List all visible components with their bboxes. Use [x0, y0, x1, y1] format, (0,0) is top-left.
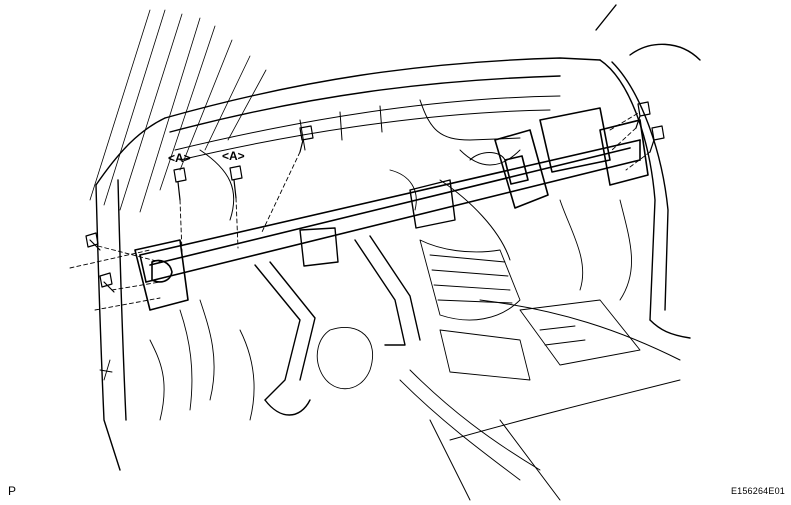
bolt-a-right [229, 165, 243, 199]
view-code-label: P [8, 484, 17, 498]
bolt-top-center [299, 125, 314, 153]
bolt-right-upper [635, 101, 651, 129]
center-brace [254, 179, 456, 416]
door-frame-outline [95, 4, 701, 471]
cowl-panel [174, 95, 561, 261]
steering-support-member [134, 107, 649, 311]
bolt-a-left [173, 167, 187, 201]
bolt-right-lower [649, 125, 665, 153]
bolt-leader-lines [69, 111, 651, 311]
callout-a-right: <A> [222, 149, 245, 163]
callout-a-left: <A> [168, 151, 191, 165]
bolt-left-lower [99, 272, 115, 293]
heater-unit-and-wiring [99, 149, 641, 481]
windshield-hatching [89, 9, 267, 213]
figure-code-label: E156264E01 [730, 486, 785, 496]
bolt-left-upper [85, 232, 101, 251]
floor-tunnel [429, 299, 681, 501]
